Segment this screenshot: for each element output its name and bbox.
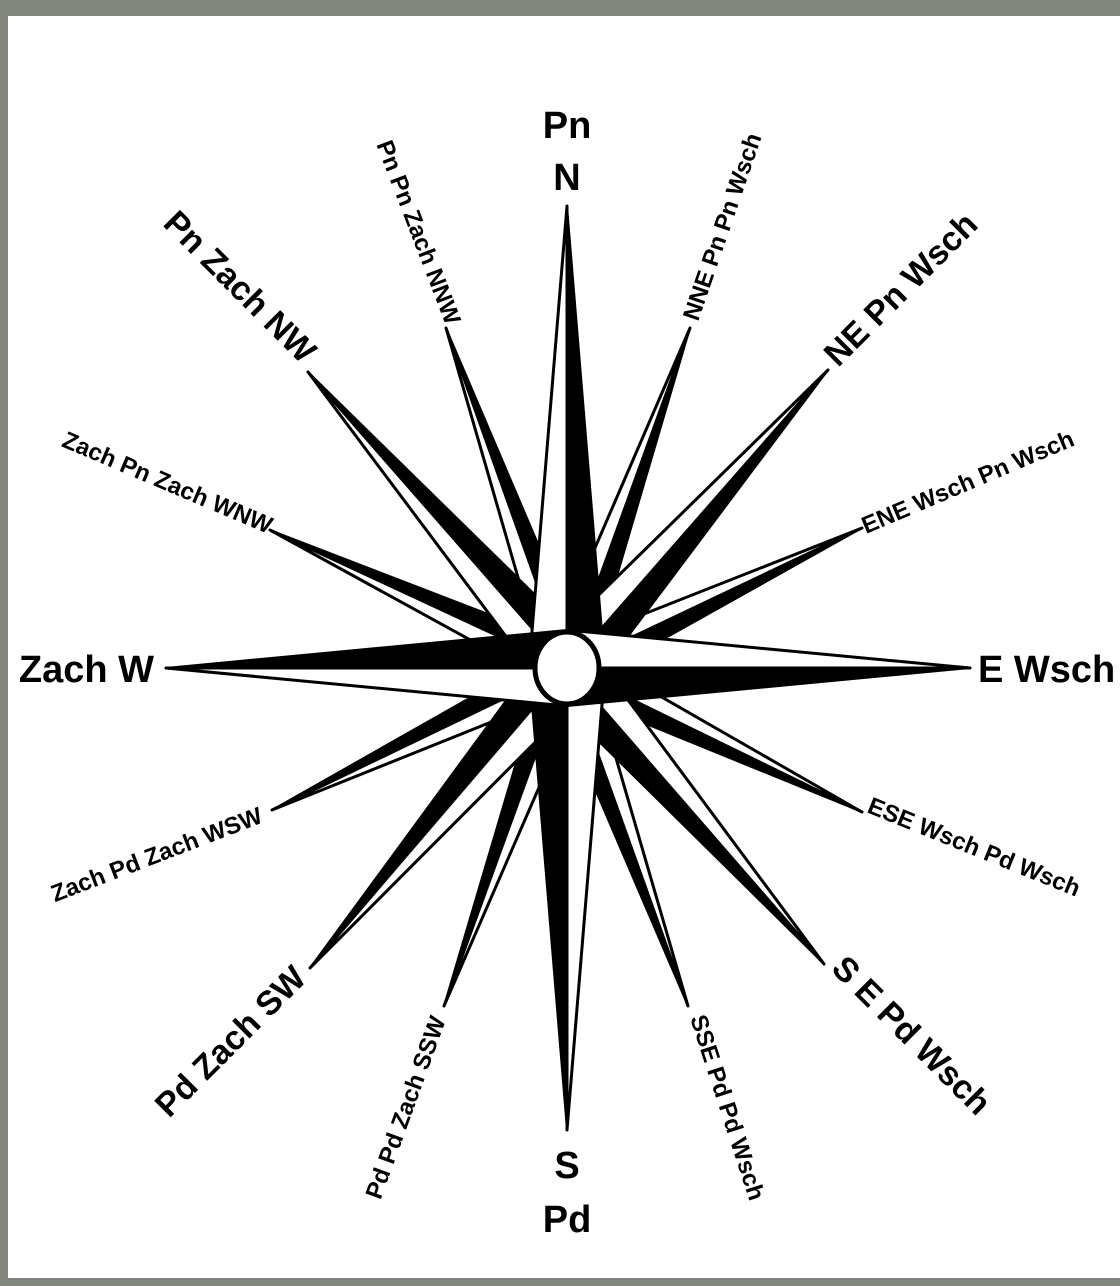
ne-label: NE Pn Wsch	[817, 205, 985, 373]
west-label: Zach W	[19, 649, 154, 691]
point-n-dark	[567, 206, 605, 668]
compass-center	[535, 632, 599, 704]
south-label-bottom: Pd	[543, 1199, 592, 1241]
point-s-light	[567, 668, 605, 1130]
nnw-label: Pn Pn Zach NNW	[371, 137, 466, 329]
wnw-label: Zach Pn Zach WNW	[58, 427, 276, 540]
sse-label: SSE Pd Pd Wsch	[684, 1012, 769, 1204]
sw-label: Pd Zach SW	[148, 958, 314, 1124]
point-e-light	[567, 630, 970, 668]
ene-label: ENE Wsch Pn Wsch	[858, 426, 1078, 540]
north-label-top: Pn	[543, 105, 592, 147]
south-label-top: S	[554, 1145, 579, 1187]
north-label-bottom: N	[553, 157, 580, 199]
se-label: S E Pd Wsch	[824, 949, 998, 1123]
nne-label: NNE Pn Pn Wsch	[678, 130, 767, 324]
nw-label: Pn Zach NW	[156, 204, 324, 372]
wsw-label: Zach Pd Zach WSW	[47, 802, 266, 908]
point-w-dark	[166, 630, 567, 668]
point-n-light	[529, 206, 567, 668]
ese-label: ESE Wsch Pd Wsch	[864, 793, 1084, 903]
ssw-label: Pd Pd Zach SSW	[361, 1012, 452, 1202]
point-e-dark	[567, 668, 970, 706]
east-label: E Wsch	[978, 649, 1115, 691]
point-w-light	[166, 668, 567, 706]
point-s-dark	[529, 668, 567, 1130]
